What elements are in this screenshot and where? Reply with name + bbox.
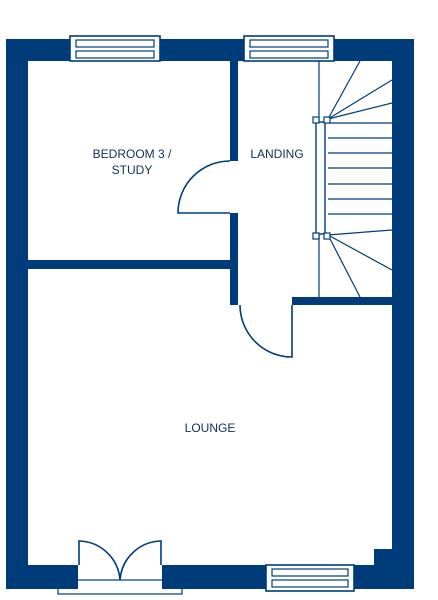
- room-label-lounge-text: LOUNGE: [184, 421, 236, 435]
- stair-treads: [328, 122, 392, 215]
- door-patio-left: [78, 540, 121, 581]
- wall-stair-lounge: [292, 297, 392, 305]
- door-patio-threshold: [57, 579, 183, 595]
- window-lounge-pane-bottom: [271, 579, 349, 588]
- door-patio-right: [119, 540, 162, 581]
- door-bedroom-swing: [177, 160, 231, 214]
- stair-winder: [327, 234, 393, 271]
- stair-winder: [327, 234, 361, 298]
- stair-newel-post: [323, 232, 331, 240]
- room-label-bedroom-3-line2: STUDY: [111, 163, 153, 177]
- door-lounge-swing: [239, 304, 293, 358]
- window-bedroom-pane-bottom: [75, 50, 155, 59]
- inner-walls: [28, 61, 392, 305]
- stair-winder: [327, 229, 393, 236]
- stair-newel-post: [312, 116, 320, 124]
- wall-top-middle: [160, 39, 244, 61]
- window-landing: [243, 35, 335, 62]
- wall-bottom-left: [6, 565, 78, 589]
- wall-corner-block: [374, 549, 414, 589]
- doors: [57, 160, 293, 595]
- room-label-bedroom-3-line1: BEDROOM 3 /: [92, 147, 172, 161]
- window-landing-pane-bottom: [249, 50, 329, 59]
- wall-bedroom-lounge: [28, 260, 230, 269]
- window-lounge-pane-top: [271, 568, 349, 577]
- staircase: [312, 60, 393, 298]
- room-label-landing-text: LANDING: [250, 147, 304, 161]
- wall-bottom-middle: [162, 565, 266, 589]
- wall-left: [6, 39, 28, 589]
- outer-walls: [6, 39, 414, 589]
- window-landing-pane-top: [249, 39, 329, 48]
- windows: [69, 35, 355, 592]
- stair-winders-bottom: [327, 229, 393, 298]
- stair-winder: [327, 79, 393, 120]
- wall-bedroom-landing-lower: [230, 213, 238, 305]
- window-bedroom-pane-top: [75, 39, 155, 48]
- wall-right: [392, 39, 414, 589]
- room-label-lounge: LOUNGE: [170, 420, 250, 436]
- stair-newel-post: [312, 232, 320, 240]
- stair-newel-post: [323, 116, 331, 124]
- wall-bedroom-landing-upper: [230, 61, 238, 161]
- stair-handrail-bar: [315, 121, 326, 235]
- window-lounge: [265, 564, 355, 592]
- stair-winders-top: [327, 60, 393, 120]
- stair-winder: [327, 102, 393, 120]
- stair-winder: [327, 60, 361, 120]
- room-label-landing: LANDING: [247, 146, 307, 162]
- stair-handrail: [312, 116, 331, 240]
- window-bedroom: [69, 35, 161, 62]
- room-label-bedroom-3: BEDROOM 3 / STUDY: [82, 146, 182, 178]
